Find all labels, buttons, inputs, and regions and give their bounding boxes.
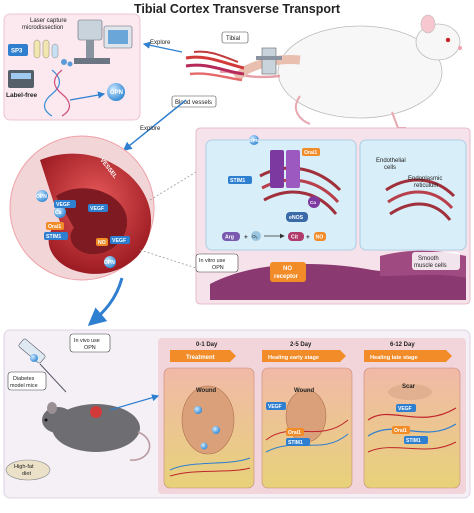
stage-1-tissue: Wound (196, 388, 217, 394)
no-receptor-label-2: receptor (274, 274, 299, 280)
enos-label: eNOS (289, 215, 304, 221)
diabetes-label-2: model mice (10, 383, 38, 389)
stage-3-stim1: STIM1 (406, 438, 421, 444)
stage-2-days: 2-5 Day (290, 342, 312, 348)
cit-label: Cit (291, 235, 298, 241)
in-vitro-label-1: In vitro use (199, 258, 225, 264)
explore-label-right: Explore (150, 40, 171, 46)
cell-no-label: NO (316, 235, 324, 241)
microscope-icon (74, 19, 133, 64)
stage-2-label: Healing early stage (268, 355, 319, 361)
dna-helix-icon (43, 69, 71, 117)
opn-ball (107, 83, 125, 101)
vessel-cross-section: VESSEL OPN Ca VEGF VEGF Orai1 STIM1 NO V… (9, 135, 197, 281)
sp3-label: SP3 (11, 49, 23, 55)
vessel-no: NO (98, 240, 106, 246)
diabetes-label-1: Diabetes (13, 376, 35, 382)
svg-text:+: + (306, 234, 310, 241)
er-label-2: reticulum (414, 183, 438, 189)
lab-workflow-panel: Laser capture microdissection SP3 Label-… (3, 13, 141, 121)
cell-opn-label: OPN (249, 138, 260, 143)
o2-label-1: O₂ (252, 234, 258, 240)
syringe-icon (18, 338, 67, 393)
calm-label: Ca (310, 200, 316, 205)
stage-1: 0-1 Day Treatment Wound (163, 342, 255, 489)
stage-2-vegf: VEGF (268, 404, 282, 410)
explore-label-down: Explore (140, 126, 161, 132)
svg-text:+: + (244, 234, 248, 241)
cell-orai1-label: Orai1 (304, 150, 317, 156)
vessel-ca: Ca (55, 210, 62, 216)
figure-title: Tibial Cortex Transverse Transport (133, 2, 341, 16)
no-receptor-label-1: NO (283, 266, 292, 272)
in-vivo-label-1: In vivo use (74, 338, 100, 344)
stage-2-stim1: STIM1 (288, 440, 303, 446)
vessel-vegf-2: VEGF (90, 206, 104, 212)
tibial-label: Tibial (226, 36, 240, 42)
in-vitro-label-2: OPN (212, 265, 224, 271)
stage-3-arrow (364, 350, 452, 362)
blood-vessels-label: Blood vessels (175, 100, 212, 106)
high-fat-diet-bowl (5, 459, 51, 481)
flow-arrow-down (87, 277, 124, 326)
microdissection-label: microdissection (22, 25, 63, 31)
no-receptor-box (270, 262, 306, 282)
orai1-channel-icon (270, 150, 284, 188)
stage-3-days: 6-12 Day (390, 342, 415, 348)
vessel-orai1: Orai1 (48, 224, 61, 230)
stage-1-days: 0-1 Day (196, 342, 218, 348)
cell-signaling-panel: Orai1 OPN STIM1 Ca eNOS Arg + O₂ Cit + N… (195, 127, 471, 305)
blood-vessel-bundle-icon (185, 50, 245, 82)
vessel-opn-2: OPN (104, 260, 115, 266)
tubes-icon (33, 39, 73, 67)
label-free-label: Label-free (6, 92, 37, 99)
in-vivo-label-2: OPN (84, 345, 96, 351)
stage-1-label: Treatment (186, 355, 215, 361)
high-fat-label-2: diet (22, 471, 31, 477)
cell-stim1-label: STIM1 (230, 178, 245, 184)
er-label-1: Endoplasmic (408, 176, 442, 182)
diagram-canvas: Laser capture microdissection SP3 Label-… (3, 13, 471, 499)
stage-2-arrow (262, 350, 346, 362)
laser-capture-label: Laser capture (30, 18, 67, 24)
stage-3-label: Healing late stage (370, 355, 418, 361)
rat-illustration: Tibial Blood vessels Explore Explore (122, 14, 462, 151)
stage-2-orai1: Orai1 (288, 430, 301, 436)
stage-3: 6-12 Day Healing late stage Scar VEGF Or… (363, 342, 461, 489)
smooth-muscle-label-1: Smooth (418, 256, 439, 262)
diabetic-mouse-icon (42, 402, 151, 461)
vessel-opn-1: OPN (36, 194, 47, 200)
in-vivo-panel: In vivo use OPN Diabetes model mice High… (3, 329, 471, 499)
vessel-stim1: STIM1 (46, 234, 61, 240)
endothelial-label-1: Endothelial (376, 158, 406, 164)
stage-3-tissue: Scar (402, 384, 416, 390)
stage-1-arrow (170, 350, 236, 362)
high-fat-label-1: High-fat (14, 464, 34, 470)
sp3-box (8, 44, 28, 56)
vessel-vegf-3: VEGF (112, 238, 126, 244)
stage-3-orai1: Orai1 (394, 428, 407, 434)
vessel-vegf-1: VEGF (56, 202, 70, 208)
stage-2-tissue: Wound (294, 388, 315, 394)
stage-3-vegf: VEGF (398, 406, 412, 412)
stage-2: 2-5 Day Healing early stage Wound VEGF O… (261, 342, 353, 489)
endothelial-label-2: cells (384, 165, 396, 171)
smooth-muscle-label-2: muscle cells (414, 263, 447, 269)
arg-label: Arg (225, 235, 234, 241)
lab-opn-label: OPN (110, 90, 123, 96)
tibial-device-icon (261, 47, 277, 75)
